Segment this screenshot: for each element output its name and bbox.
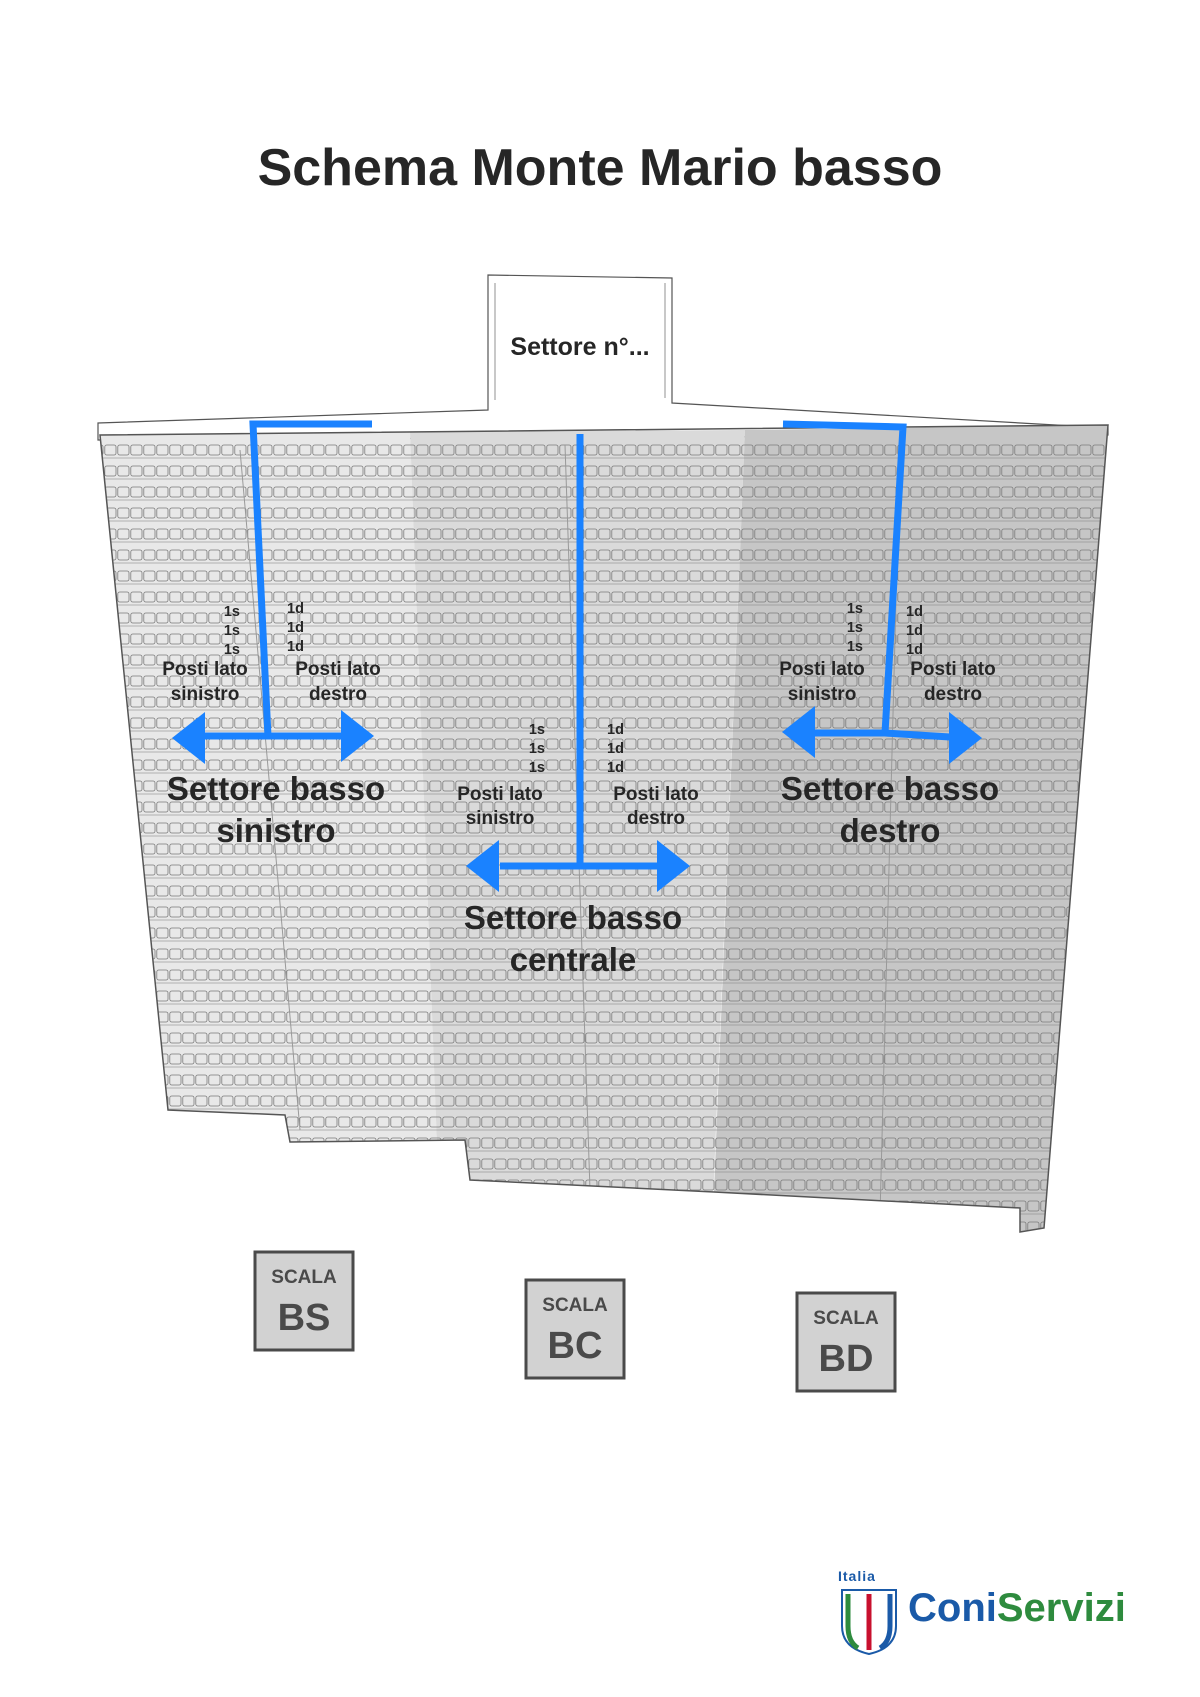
right-sector-arrows xyxy=(782,420,951,741)
coniservizi-logo: Italia ConiServizi xyxy=(838,1568,1138,1656)
sector-name: centrale xyxy=(510,941,637,978)
seat-number: 1s xyxy=(224,642,240,658)
scala-code: BD xyxy=(819,1338,874,1380)
posti-lato-destro: destro xyxy=(309,684,367,705)
sector-name: sinistro xyxy=(216,812,335,849)
top-sector-box: Settore n°... xyxy=(97,274,1109,441)
sector-name: Settore basso xyxy=(781,770,999,807)
logo-wordmark: ConiServizi xyxy=(908,1586,1126,1631)
logo-italia-text: Italia xyxy=(838,1568,876,1584)
seat-number: 1d xyxy=(906,623,923,639)
seat-number: 1s xyxy=(529,741,545,757)
sector-left-labels: 1s 1s 1s 1d 1d 1d Posti lato sinistro Po… xyxy=(162,601,385,849)
seat-number: 1s xyxy=(529,722,545,738)
left-sector-arrows xyxy=(200,420,372,740)
seat-number: 1d xyxy=(287,620,304,636)
top-sector-label: Settore n°... xyxy=(510,333,649,361)
posti-lato-destro: destro xyxy=(627,808,685,829)
scala-bc: SCALA BC xyxy=(524,1278,626,1380)
left-arrow-head xyxy=(466,840,499,892)
posti-lato-destro: Posti lato xyxy=(613,784,699,805)
seat-number: 1d xyxy=(287,601,304,617)
seat-number: 1d xyxy=(607,722,624,738)
sector-right-labels: 1s 1s 1s 1d 1d 1d Posti lato sinistro Po… xyxy=(779,601,999,849)
seat-number: 1d xyxy=(906,642,923,658)
posti-lato-sinistro: sinistro xyxy=(466,808,535,829)
scala-bd: SCALA BD xyxy=(795,1291,897,1393)
center-sector-arrows xyxy=(500,434,660,870)
logo-coni: Coni xyxy=(908,1586,997,1630)
seat-number: 1s xyxy=(847,620,863,636)
posti-lato-sinistro: Posti lato xyxy=(779,659,865,680)
scala-code: BC xyxy=(548,1325,603,1367)
seat-number: 1d xyxy=(607,760,624,776)
posti-lato-sinistro: sinistro xyxy=(171,684,240,705)
scala-label: SCALA xyxy=(271,1267,337,1288)
sector-center-labels: 1s 1s 1s 1d 1d 1d Posti lato sinistro Po… xyxy=(457,722,699,978)
posti-lato-sinistro: Posti lato xyxy=(162,659,248,680)
sector-name: Settore basso xyxy=(464,899,682,936)
seat-number: 1s xyxy=(224,604,240,620)
right-arrow-head xyxy=(341,710,374,762)
posti-lato-sinistro: sinistro xyxy=(788,684,857,705)
page-title: Schema Monte Mario basso xyxy=(257,139,943,197)
sector-name: Settore basso xyxy=(167,770,385,807)
right-arrow-head xyxy=(949,712,982,764)
posti-lato-destro: destro xyxy=(924,684,982,705)
logo-servizi: Servizi xyxy=(996,1586,1126,1630)
scala-code: BS xyxy=(278,1297,331,1339)
coni-shield-icon xyxy=(841,1589,897,1656)
seat-number: 1s xyxy=(847,639,863,655)
scala-label: SCALA xyxy=(542,1295,608,1316)
seat-number: 1d xyxy=(607,741,624,757)
sector-name: destro xyxy=(840,812,941,849)
right-arrow-head xyxy=(657,840,690,892)
left-arrow-head xyxy=(782,706,815,758)
posti-lato-sinistro: Posti lato xyxy=(457,784,543,805)
posti-lato-destro: Posti lato xyxy=(295,659,381,680)
left-arrow-head xyxy=(172,712,205,764)
seat-number: 1s xyxy=(529,760,545,776)
seat-number: 1d xyxy=(906,604,923,620)
scala-label: SCALA xyxy=(813,1308,879,1329)
seat-number: 1s xyxy=(224,623,240,639)
scala-bs: SCALA BS xyxy=(253,1250,355,1352)
seat-number: 1s xyxy=(847,601,863,617)
posti-lato-destro: Posti lato xyxy=(910,659,996,680)
seat-number: 1d xyxy=(287,639,304,655)
